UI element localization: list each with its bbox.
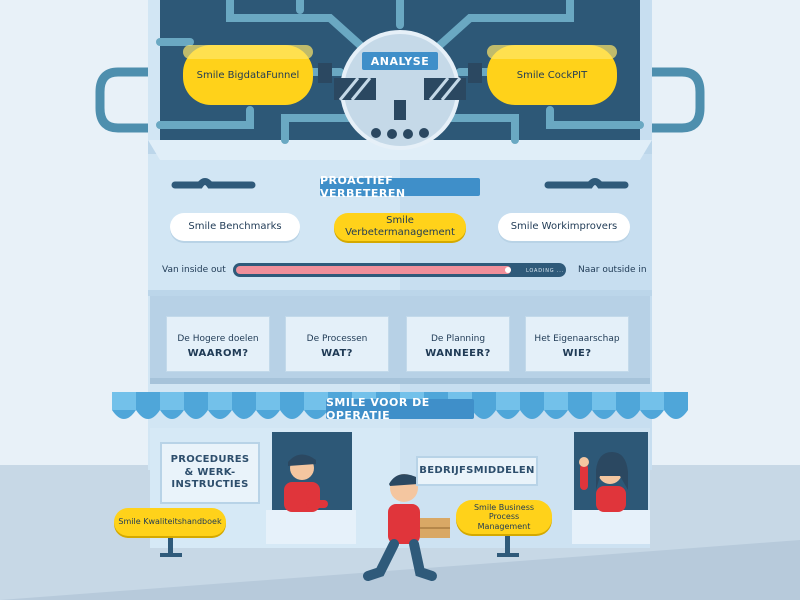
box-title: De Hogere doelen xyxy=(177,334,259,344)
box-shape xyxy=(406,316,510,372)
box-shape xyxy=(166,316,270,372)
progress-status: LOADING ... xyxy=(526,268,564,274)
box-question: WANNEER? xyxy=(425,348,491,359)
box-title: De Processen xyxy=(306,334,368,344)
box-processen: De Processen WAT? xyxy=(285,316,389,372)
box-question: WAAROM? xyxy=(187,348,249,359)
pill-verbetermanagement[interactable]: Smile Verbetermanagement xyxy=(334,213,466,241)
tank-label-cockpit: Smile CockPIT xyxy=(516,69,588,81)
box-title: Het Eigenaarschap xyxy=(534,334,620,344)
pill-kwaliteitshandboek[interactable]: Smile Kwaliteitshandboek xyxy=(114,508,226,536)
sign-procedures: PROCEDURES & WERK-INSTRUCTIES xyxy=(160,442,260,504)
box-shape xyxy=(285,316,389,372)
box-shape xyxy=(525,316,629,372)
pill-benchmarks[interactable]: Smile Benchmarks xyxy=(170,213,300,241)
proactief-banner: PROACTIEF VERBETEREN xyxy=(320,174,480,200)
operatie-banner: SMILE VOOR DE OPERATIE xyxy=(326,396,474,422)
progress-left-label: Van inside out xyxy=(162,265,226,275)
box-hogere-doelen: De Hogere doelen WAAROM? xyxy=(166,316,270,372)
box-planning: De Planning WANNEER? xyxy=(406,316,510,372)
box-question: WIE? xyxy=(562,348,592,359)
sign-bedrijfsmiddelen: BEDRIJFSMIDDELEN xyxy=(416,456,538,486)
box-question: WAT? xyxy=(321,348,353,359)
box-title: De Planning xyxy=(430,334,486,344)
pill-business-process[interactable]: Smile Business Process Management xyxy=(456,500,552,534)
progress-right-label: Naar outside in xyxy=(578,265,647,275)
tank-label-bigdata: Smile BigdataFunnel xyxy=(196,69,300,81)
pill-workimprovers[interactable]: Smile Workimprovers xyxy=(498,213,630,241)
box-eigenaarschap: Het Eigenaarschap WIE? xyxy=(525,316,629,372)
analyse-banner: ANALYSE xyxy=(362,52,438,70)
